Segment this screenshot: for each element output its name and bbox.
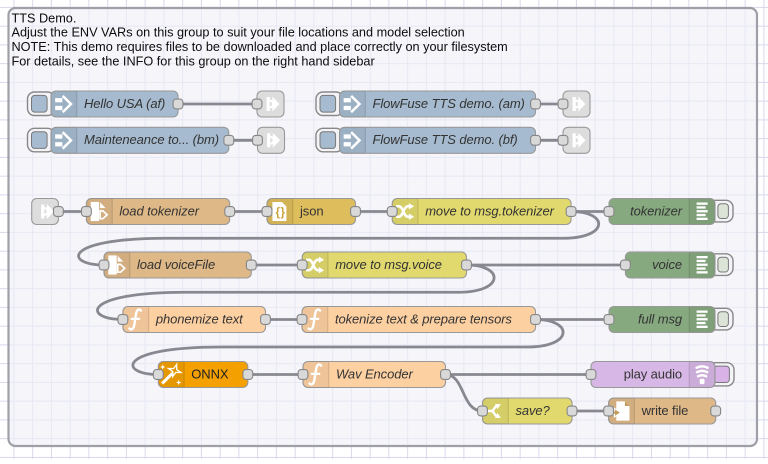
svg-text:voice: voice xyxy=(652,257,682,272)
svg-text:move to msg.tokenizer: move to msg.tokenizer xyxy=(425,203,554,218)
svg-text:load tokenizer: load tokenizer xyxy=(119,203,199,218)
svg-text:{: { xyxy=(276,207,281,219)
svg-text:write file: write file xyxy=(641,403,689,418)
svg-text:Adjust the ENV VARs on this gr: Adjust the ENV VARs on this group to sui… xyxy=(12,26,465,40)
svg-text:For details, see the INFO for: For details, see the INFO for this group… xyxy=(12,54,376,68)
svg-text:Mainteneance to... (bm): Mainteneance to... (bm) xyxy=(84,132,219,147)
svg-text:full msg: full msg xyxy=(638,311,683,326)
svg-text:Wav Encoder: Wav Encoder xyxy=(336,366,413,381)
svg-text:move to msg.voice: move to msg.voice xyxy=(335,257,442,272)
svg-text:FlowFuse TTS demo. (am): FlowFuse TTS demo. (am) xyxy=(373,96,525,111)
svg-text:play audio: play audio xyxy=(624,366,682,381)
svg-text:Hello USA (af): Hello USA (af) xyxy=(84,96,165,111)
svg-text:json: json xyxy=(299,203,323,218)
svg-text:tokenizer: tokenizer xyxy=(630,203,683,218)
svg-text:FlowFuse TTS demo. (bf): FlowFuse TTS demo. (bf) xyxy=(373,132,518,147)
svg-text:ONNX: ONNX xyxy=(191,366,229,381)
svg-text:phonemize text: phonemize text xyxy=(155,311,244,326)
svg-text:save?: save? xyxy=(516,403,551,418)
svg-text:tokenize text & prepare tensor: tokenize text & prepare tensors xyxy=(335,311,512,326)
svg-text:}: } xyxy=(281,207,286,219)
svg-text:NOTE: This demo requires files: NOTE: This demo requires files to be dow… xyxy=(12,40,508,54)
svg-text:load voiceFile: load voiceFile xyxy=(137,257,215,272)
svg-text:TTS Demo.: TTS Demo. xyxy=(12,11,77,25)
